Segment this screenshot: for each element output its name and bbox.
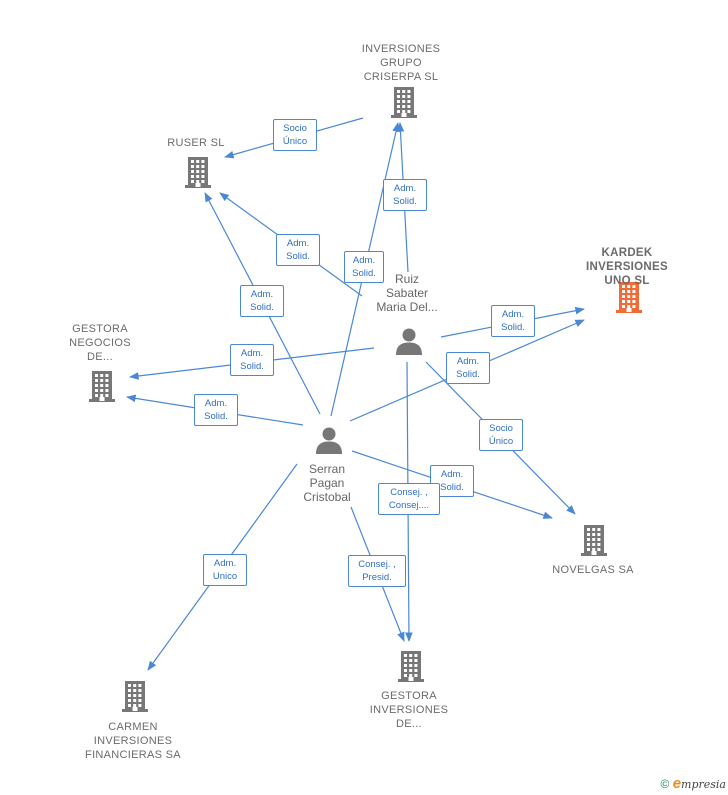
edge-role-text: Adm. xyxy=(204,398,228,409)
copyright-symbol: © xyxy=(660,777,670,791)
edge-role-text: Único xyxy=(488,436,514,447)
edge-role-label[interactable]: Adm. Solid. xyxy=(276,234,320,266)
edge-role-text: Adm. xyxy=(501,309,525,320)
edge-role-text: Solid. xyxy=(204,411,228,422)
footer-brand: © empresia xyxy=(661,775,727,792)
company-label-grupo-line: GRUPO xyxy=(380,57,422,69)
edge-role-text: Adm. xyxy=(352,255,376,266)
edge-role-text: Solid. xyxy=(286,251,310,262)
person-label-serran-line: Pagan xyxy=(309,476,345,490)
company-label-kardek-line: INVERSIONES xyxy=(586,261,668,273)
company-label-grupo[interactable]: INVERSIONES GRUPO CRISERPA SL xyxy=(341,42,461,84)
person-label-serran-line: Serran xyxy=(308,462,346,476)
building-icon[interactable] xyxy=(612,280,646,314)
edge-role-text: Adm. xyxy=(456,356,480,367)
company-label-gestora-inv-line: DE... xyxy=(396,718,422,730)
edge-role-text: Consej. , xyxy=(358,559,396,570)
company-label-grupo-line: INVERSIONES xyxy=(361,43,441,55)
edge-role-text: Adm. xyxy=(250,289,274,300)
company-label-gestora-neg-line: NEGOCIOS xyxy=(69,337,131,349)
edge-role-text: Solid. xyxy=(240,361,264,372)
company-label-ruser[interactable]: RUSER SL xyxy=(146,136,246,150)
edge-role-text: Adm. xyxy=(440,469,464,480)
edge-role-label[interactable]: Adm. Solid. xyxy=(240,285,284,317)
edge-role-text: Único xyxy=(282,136,308,147)
edge-role-label[interactable]: Adm. Solid. xyxy=(491,305,535,337)
building-icon[interactable] xyxy=(387,85,421,119)
person-label-ruiz-line: Sabater xyxy=(385,286,429,300)
brand-name: mpresia xyxy=(681,778,726,791)
edge-role-text: Socio xyxy=(489,423,513,434)
edge-role-text: Adm. xyxy=(393,183,417,194)
edge-role-label[interactable]: Consej. , Consej.... xyxy=(378,483,440,515)
edge-role-text: Solid. xyxy=(440,482,464,493)
edge-role-text: Unico xyxy=(212,571,238,582)
edge-role-label[interactable]: Adm. Solid. xyxy=(344,251,384,283)
company-label-novelgas-line: NOVELGAS SA xyxy=(552,564,634,576)
building-icon[interactable] xyxy=(118,679,152,713)
company-label-gestora-neg-line: GESTORA xyxy=(72,323,128,335)
building-icon[interactable] xyxy=(85,369,119,403)
edge-role-text: Solid. xyxy=(456,369,480,380)
company-label-carmen-line: CARMEN xyxy=(108,721,158,733)
edge-role-text: Consej. , xyxy=(390,487,428,498)
edge-role-text: Adm. xyxy=(240,348,264,359)
edge-role-text: Adm. xyxy=(286,238,310,249)
company-label-grupo-line: CRISERPA SL xyxy=(363,71,439,83)
person-icon[interactable] xyxy=(394,326,424,356)
company-label-gestora-neg[interactable]: GESTORA NEGOCIOS DE... xyxy=(50,322,150,364)
company-label-novelgas[interactable]: NOVELGAS SA xyxy=(533,563,653,577)
person-label-ruiz-line: Ruiz xyxy=(394,272,419,286)
edge-role-text: Solid. xyxy=(393,196,417,207)
edge-role-text: Solid. xyxy=(501,322,525,333)
company-label-gestora-inv-line: GESTORA xyxy=(381,690,437,702)
edge-role-text: Adm. xyxy=(213,558,237,569)
company-label-kardek[interactable]: KARDEK INVERSIONES UNO SL xyxy=(567,246,687,288)
building-icon[interactable] xyxy=(181,155,215,189)
edge-role-label[interactable]: Adm. Solid. xyxy=(194,394,238,426)
company-label-kardek-line: UNO SL xyxy=(604,275,650,287)
company-label-carmen-line: FINANCIERAS SA xyxy=(85,749,181,761)
company-label-gestora-inv-line: INVERSIONES xyxy=(369,704,449,716)
edge-role-text: Presid. xyxy=(362,572,392,583)
edge-role-text: Solid. xyxy=(250,302,274,313)
company-label-ruser-line: RUSER SL xyxy=(167,137,225,149)
person-label-serran-line: Cristobal xyxy=(303,490,351,504)
edge-role-text: Solid. xyxy=(352,268,376,279)
edge-role-text: Consej.... xyxy=(388,500,430,511)
edge-role-label[interactable]: Adm. Solid. xyxy=(383,179,427,211)
brand-initial: e xyxy=(672,775,682,792)
company-label-gestora-inv[interactable]: GESTORA INVERSIONES DE... xyxy=(349,689,469,731)
company-label-carmen-line: INVERSIONES xyxy=(93,735,173,747)
building-icon[interactable] xyxy=(577,523,611,557)
company-label-carmen[interactable]: CARMEN INVERSIONES FINANCIERAS SA xyxy=(63,720,203,762)
edge-role-label[interactable]: Adm. Solid. xyxy=(446,352,490,384)
edge-role-label[interactable]: Consej. , Presid. xyxy=(348,555,406,587)
person-icon[interactable] xyxy=(314,425,344,455)
company-label-gestora-neg-line: DE... xyxy=(87,351,113,363)
building-icon[interactable] xyxy=(394,649,428,683)
edge-role-label[interactable]: Adm. Unico xyxy=(203,554,247,586)
company-label-kardek-line: KARDEK xyxy=(601,247,653,259)
edge-role-text: Socio xyxy=(283,123,307,134)
edge-role-label[interactable]: Adm. Solid. xyxy=(230,344,274,376)
person-label-ruiz-line: Maria Del... xyxy=(376,300,438,314)
